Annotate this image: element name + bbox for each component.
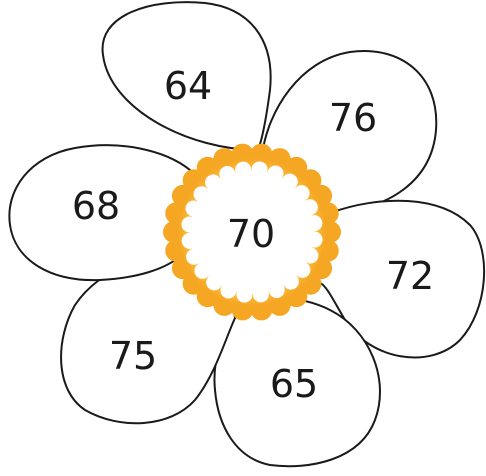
- petal-76-label: 76: [329, 96, 377, 140]
- center-number: 70: [227, 212, 275, 256]
- petal-64-label: 64: [164, 64, 212, 108]
- petal-75-label: 75: [109, 334, 157, 378]
- petal-68: 68: [9, 145, 190, 280]
- petal-68-label: 68: [72, 184, 120, 228]
- petal-64: 64: [103, 2, 271, 150]
- petal-65-label: 65: [270, 362, 318, 406]
- petal-72-label: 72: [386, 254, 434, 298]
- flower-center: 70: [163, 144, 341, 321]
